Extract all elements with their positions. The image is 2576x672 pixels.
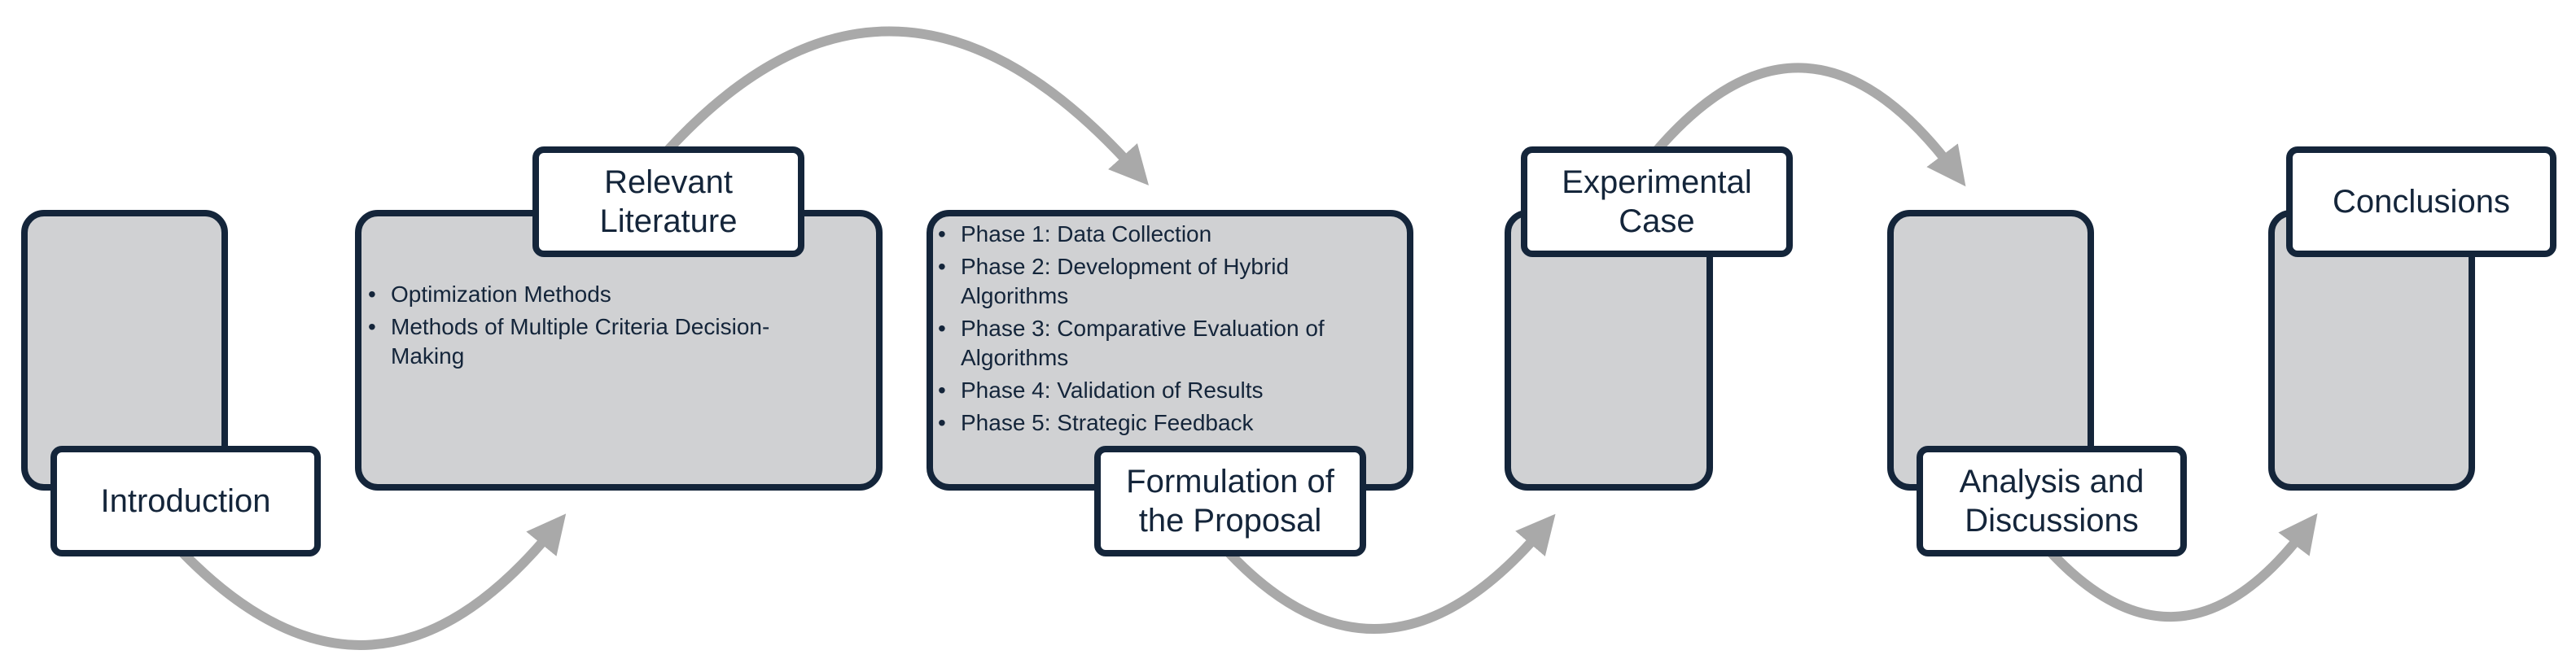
list-item: Optimization Methods xyxy=(368,280,824,309)
list-item: Phase 4: Validation of Results xyxy=(938,376,1394,405)
list-item: Methods of Multiple Criteria Decision-Ma… xyxy=(368,312,824,371)
arrow-analysis-to-conclusions xyxy=(2048,513,2318,622)
introduction-title: Introduction xyxy=(100,483,271,519)
formulation-bullets: Phase 1: Data Collection Phase 2: Develo… xyxy=(938,220,1394,441)
experimental-case-label: Experimental Case xyxy=(1521,146,1793,257)
analysis-title: Analysis and Discussions xyxy=(1959,464,2144,539)
analysis-label: Analysis and Discussions xyxy=(1917,446,2187,556)
conclusions-title: Conclusions xyxy=(2333,184,2510,220)
introduction-label: Introduction xyxy=(50,446,321,556)
list-item: Phase 1: Data Collection xyxy=(938,220,1394,249)
arrow-literature-to-proposal xyxy=(664,26,1150,185)
formulation-label: Formulation of the Proposal xyxy=(1094,446,1366,556)
experimental-case-title: Experimental Case xyxy=(1562,164,1752,239)
relevant-literature-bullets: Optimization Methods Methods of Multiple… xyxy=(368,280,824,374)
arrow-intro-to-literature xyxy=(179,513,567,650)
arrow-experimental-to-analysis xyxy=(1653,63,1966,187)
formulation-title: Formulation of the Proposal xyxy=(1126,464,1334,539)
relevant-literature-title: Relevant Literature xyxy=(599,164,738,239)
introduction-panel xyxy=(21,210,228,491)
list-item: Phase 2: Development of Hybrid Algorithm… xyxy=(938,252,1394,311)
list-item: Phase 3: Comparative Evaluation of Algor… xyxy=(938,314,1394,373)
relevant-literature-label: Relevant Literature xyxy=(532,146,804,257)
conclusions-label: Conclusions xyxy=(2286,146,2556,257)
list-item: Phase 5: Strategic Feedback xyxy=(938,408,1394,438)
arrow-proposal-to-experimental xyxy=(1225,513,1556,634)
